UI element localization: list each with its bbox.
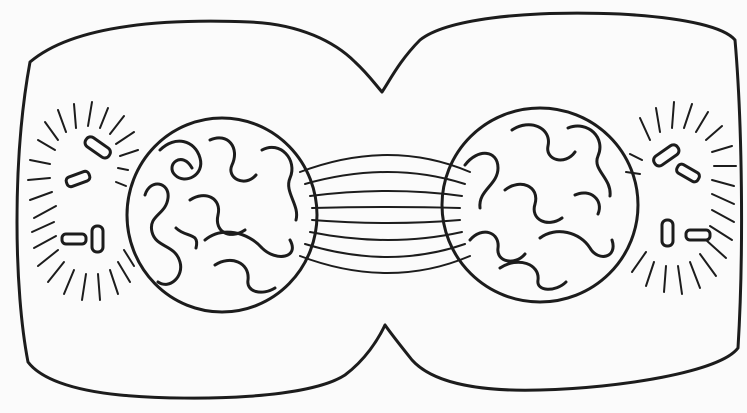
nuclear-envelope-right xyxy=(442,108,638,302)
chromatin-left xyxy=(145,138,297,292)
spindle-fibers xyxy=(300,155,470,273)
aster-rays-right xyxy=(626,102,736,294)
cell-membrane xyxy=(17,13,742,398)
centrosome-left xyxy=(28,102,138,300)
chromatin-right xyxy=(465,125,613,290)
nucleus-right xyxy=(442,108,638,302)
centrioles-right xyxy=(652,143,710,246)
centrosome-right xyxy=(626,102,736,294)
nuclear-envelope-left xyxy=(127,118,317,312)
aster-rays-left xyxy=(28,102,138,300)
nucleus-left xyxy=(127,118,317,312)
centrioles-left xyxy=(62,135,112,252)
